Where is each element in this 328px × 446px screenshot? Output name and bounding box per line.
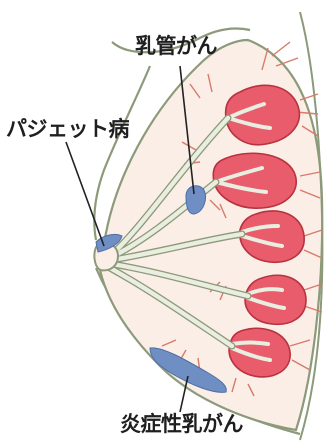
label-inflammatory-breast-cancer: 炎症性乳がん	[120, 414, 243, 435]
label-ductal-carcinoma: 乳管がん	[135, 36, 217, 57]
label-paget-disease: パジェット病	[6, 119, 129, 140]
paget-leader	[66, 142, 104, 246]
